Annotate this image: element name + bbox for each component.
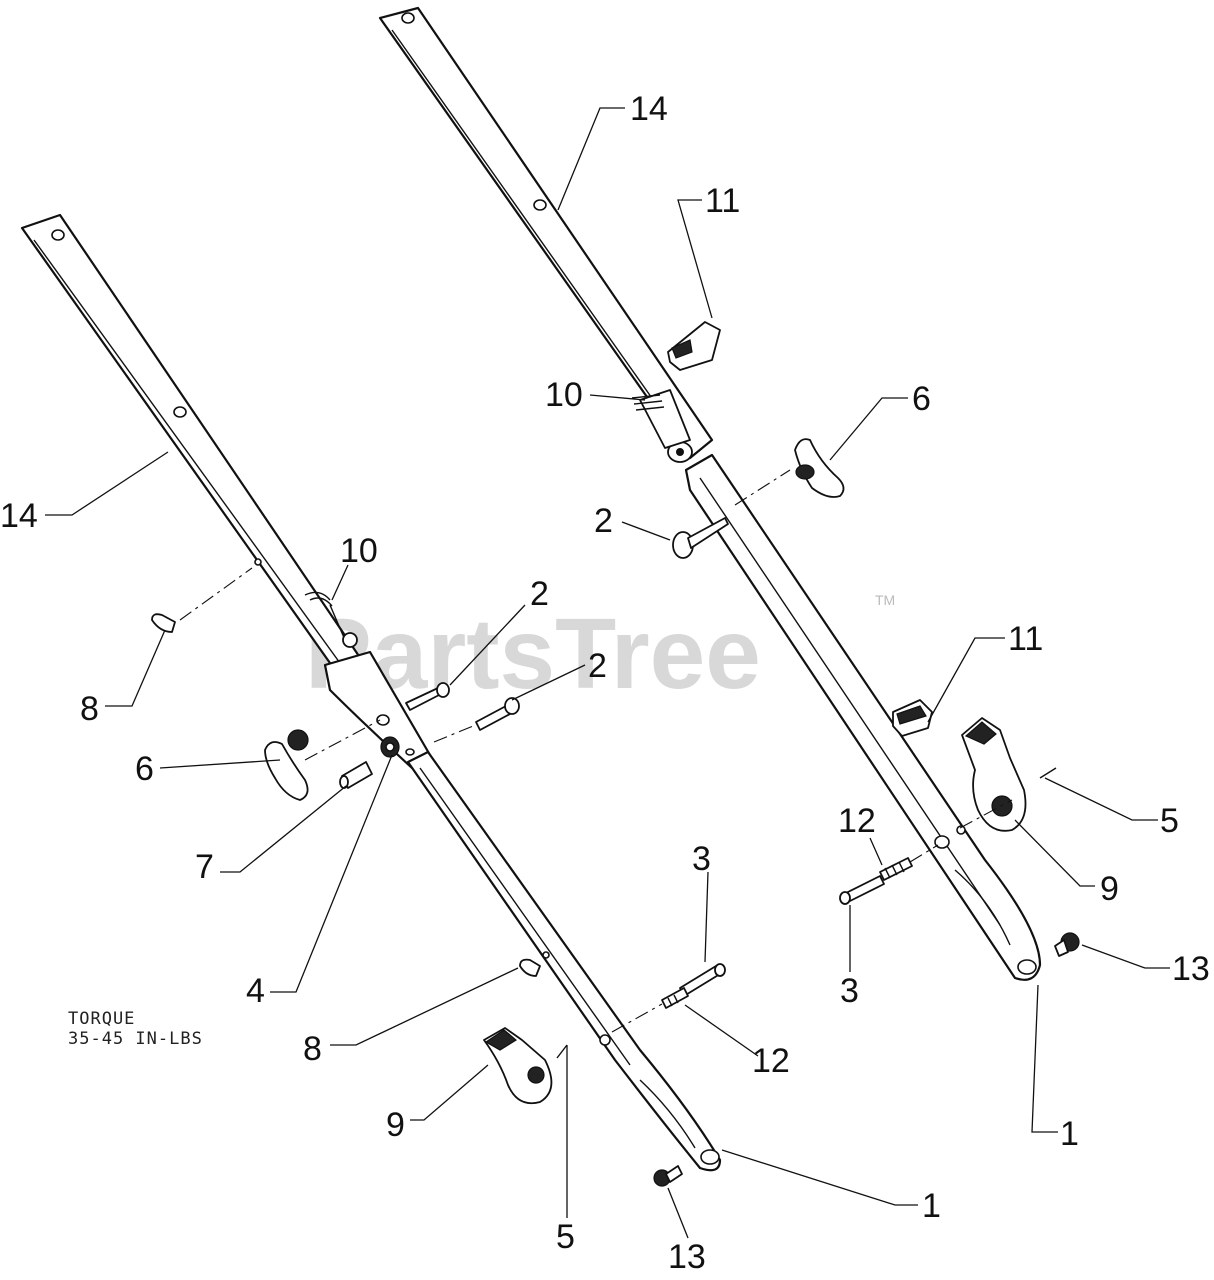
callout-5-right: 5	[1160, 802, 1179, 840]
right-cable-guide-9[interactable]	[961, 717, 1027, 832]
left-plug-8-bottom[interactable]	[519, 958, 541, 977]
torque-note-line1: TORQUE	[68, 1009, 135, 1029]
left-handle-assembly	[20, 213, 726, 1187]
left-spring-12[interactable]	[661, 987, 689, 1009]
right-upper-handle-tube[interactable]	[378, 6, 714, 460]
callout-6-left: 6	[135, 750, 154, 788]
left-pin-5[interactable]	[556, 1044, 568, 1059]
right-screw-13[interactable]	[1054, 932, 1080, 957]
callout-9-right: 9	[1100, 870, 1119, 908]
left-spring-10[interactable]	[304, 591, 358, 648]
callout-10-left: 10	[340, 532, 378, 570]
left-cable-guide-9[interactable]	[483, 1027, 553, 1105]
right-spring-10[interactable]	[631, 389, 691, 449]
callout-1-left: 1	[922, 1187, 941, 1225]
callout-14-right: 14	[630, 90, 668, 128]
right-handle-assembly	[378, 6, 1080, 981]
callout-11-top: 11	[705, 182, 740, 220]
left-knob-6[interactable]	[264, 729, 309, 801]
callout-12-left: 12	[752, 1042, 790, 1080]
right-lower-handle-tube[interactable]	[684, 453, 1042, 981]
right-pin-5[interactable]	[1039, 767, 1057, 779]
callout-13-right: 13	[1172, 950, 1210, 988]
right-cable-clip-11-top[interactable]	[667, 321, 721, 371]
callout-2-right: 2	[594, 502, 613, 540]
left-bolt-2-a[interactable]	[405, 682, 450, 711]
callout-3-left: 3	[692, 840, 711, 878]
callout-8-left-bot: 8	[303, 1030, 322, 1068]
callout-10-right: 10	[545, 376, 583, 414]
callout-6-right: 6	[912, 380, 931, 418]
watermark-tm: TM	[875, 592, 895, 608]
left-plug-8-top[interactable]	[151, 613, 176, 633]
callout-3-right: 3	[840, 972, 859, 1010]
callout-11-mid: 11	[1008, 620, 1043, 658]
left-screw-13[interactable]	[653, 1165, 683, 1187]
left-lower-handle-tube[interactable]	[406, 750, 722, 1172]
callout-14-left: 14	[0, 497, 38, 535]
callout-13-left: 13	[668, 1238, 706, 1276]
left-spacer-7[interactable]	[339, 761, 373, 789]
callout-12-right: 12	[838, 802, 876, 840]
callout-4-left: 4	[246, 972, 265, 1010]
left-upper-handle-tube[interactable]	[20, 213, 367, 682]
right-spring-12[interactable]	[879, 857, 913, 881]
left-nut-4[interactable]	[380, 736, 400, 758]
leader-lines	[45, 107, 1170, 1239]
torque-note-line2: 35-45 IN-LBS	[68, 1029, 203, 1049]
right-knob-6[interactable]	[794, 438, 845, 498]
callout-8-left-top: 8	[80, 690, 99, 728]
left-bolt-3[interactable]	[679, 963, 726, 997]
right-bolt-2[interactable]	[672, 517, 729, 559]
callout-2-left-a: 2	[530, 575, 549, 613]
callout-5-left: 5	[556, 1218, 575, 1256]
callout-9-left: 9	[386, 1106, 405, 1144]
callout-7-left: 7	[195, 848, 214, 886]
callout-2-left-b: 2	[588, 647, 607, 685]
callout-1-right: 1	[1060, 1115, 1079, 1153]
right-bolt-3[interactable]	[839, 875, 885, 905]
left-bolt-2-b[interactable]	[475, 697, 520, 731]
right-cable-clip-11-mid[interactable]	[892, 699, 933, 737]
